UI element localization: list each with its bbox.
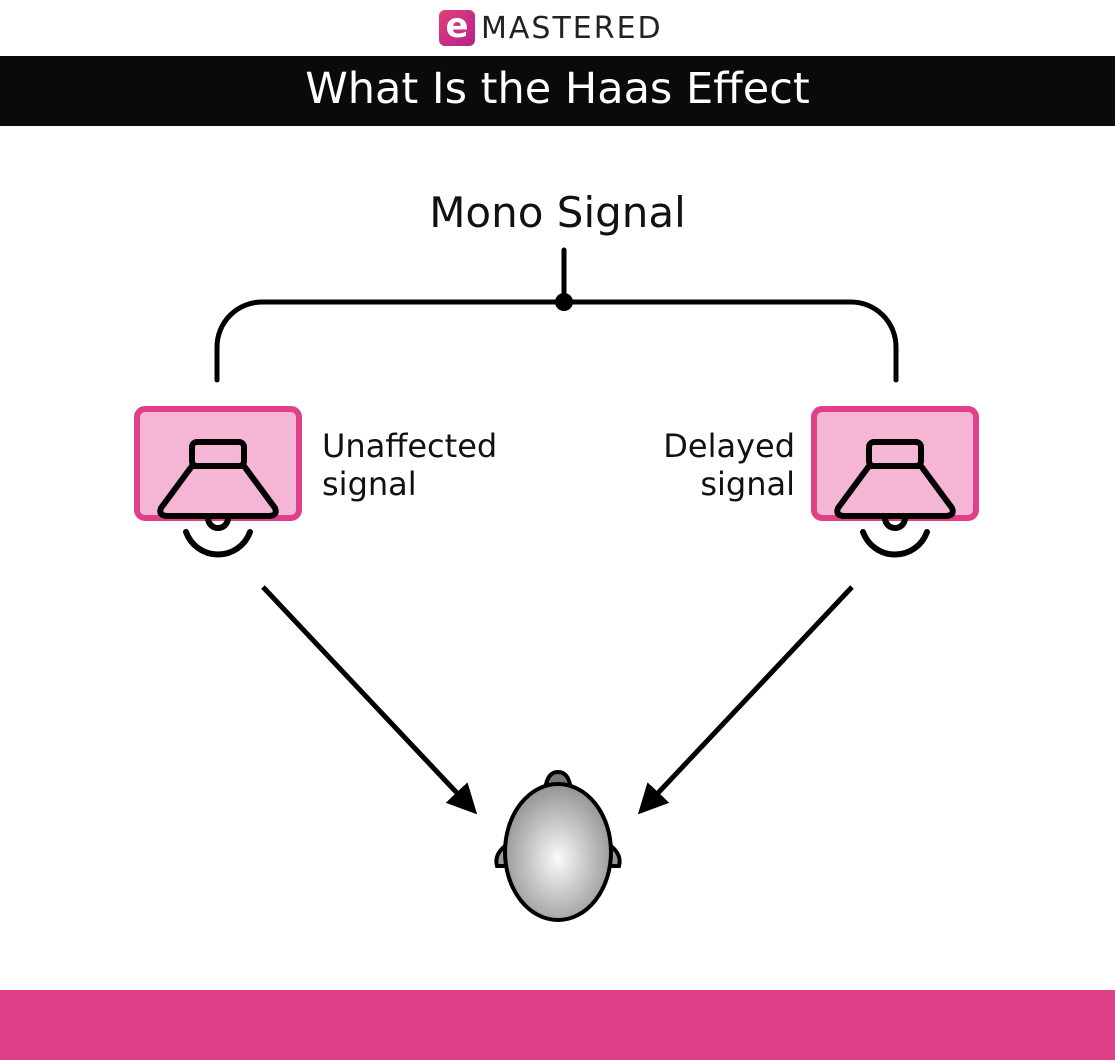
signal-bracket: [214, 247, 899, 383]
right-speaker-label: Delayed signal: [663, 427, 795, 503]
listener-head-icon: [494, 769, 622, 922]
footer-bar: [0, 990, 1115, 1060]
logo-mark: e: [439, 9, 475, 46]
brand-logo: e MASTERED: [439, 9, 663, 46]
left-label-line2: signal: [322, 465, 417, 503]
junction-dot: [555, 293, 573, 311]
right-label-line2: signal: [700, 465, 795, 503]
left-speaker-label: Unaffected signal: [322, 427, 497, 503]
right-arrow: [637, 585, 854, 815]
speaker-icon: [157, 439, 279, 558]
left-arrow: [261, 585, 478, 815]
page-title: What Is the Haas Effect: [0, 56, 1115, 126]
right-speaker: [811, 406, 979, 558]
speaker-icon: [834, 439, 956, 558]
left-speaker: [134, 406, 302, 558]
logo-text: MASTERED: [481, 10, 663, 46]
right-label-line1: Delayed: [663, 427, 795, 465]
left-label-line1: Unaffected: [322, 427, 498, 465]
mono-signal-label: Mono Signal: [429, 188, 686, 237]
